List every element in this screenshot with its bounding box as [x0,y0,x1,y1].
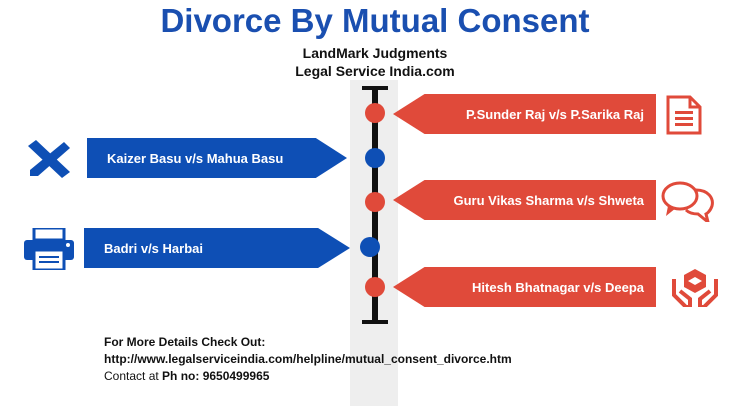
timeline-top-cap [362,86,388,90]
timeline-dot-4 [360,237,380,257]
case-label: Hitesh Bhatnagar v/s Deepa [472,279,644,295]
pencil-ruler-icon [28,140,70,178]
timeline-dot-1 [365,103,385,123]
case-banner-1: P.Sunder Raj v/s P.Sarika Raj [393,94,656,134]
subtitle-site: Legal Service India.com [295,63,455,79]
case-banner-3: Guru Vikas Sharma v/s Shweta [393,180,656,220]
page-title: Divorce By Mutual Consent [160,2,590,39]
chat-bubbles-icon [661,181,714,222]
hands-box-icon [672,269,718,307]
case-banner-2: Kaizer Basu v/s Mahua Basu [87,138,347,178]
case-label: Kaizer Basu v/s Mahua Basu [107,150,284,166]
timeline-dot-5 [365,277,385,297]
document-icon [666,95,702,135]
footer-heading: For More Details Check Out: [104,335,266,349]
contact-phone: Ph no: 9650499965 [162,369,270,383]
footer-url[interactable]: http://www.legalserviceindia.com/helplin… [104,352,512,366]
timeline-dot-3 [365,192,385,212]
timeline-dot-2 [365,148,385,168]
subtitle-landmark: LandMark Judgments [302,45,448,61]
contact-prefix: Contact at [104,369,163,383]
case-banner-5: Hitesh Bhatnagar v/s Deepa [393,267,656,307]
case-banner-4: Badri v/s Harbai [84,228,350,268]
case-label: Guru Vikas Sharma v/s Shweta [453,192,644,208]
timeline-bottom-cap [362,320,388,324]
case-label: Badri v/s Harbai [104,240,203,256]
footer-contact: Contact at Ph no: 9650499965 [104,369,269,383]
case-label: P.Sunder Raj v/s P.Sarika Raj [465,106,644,122]
printer-icon [24,228,74,270]
